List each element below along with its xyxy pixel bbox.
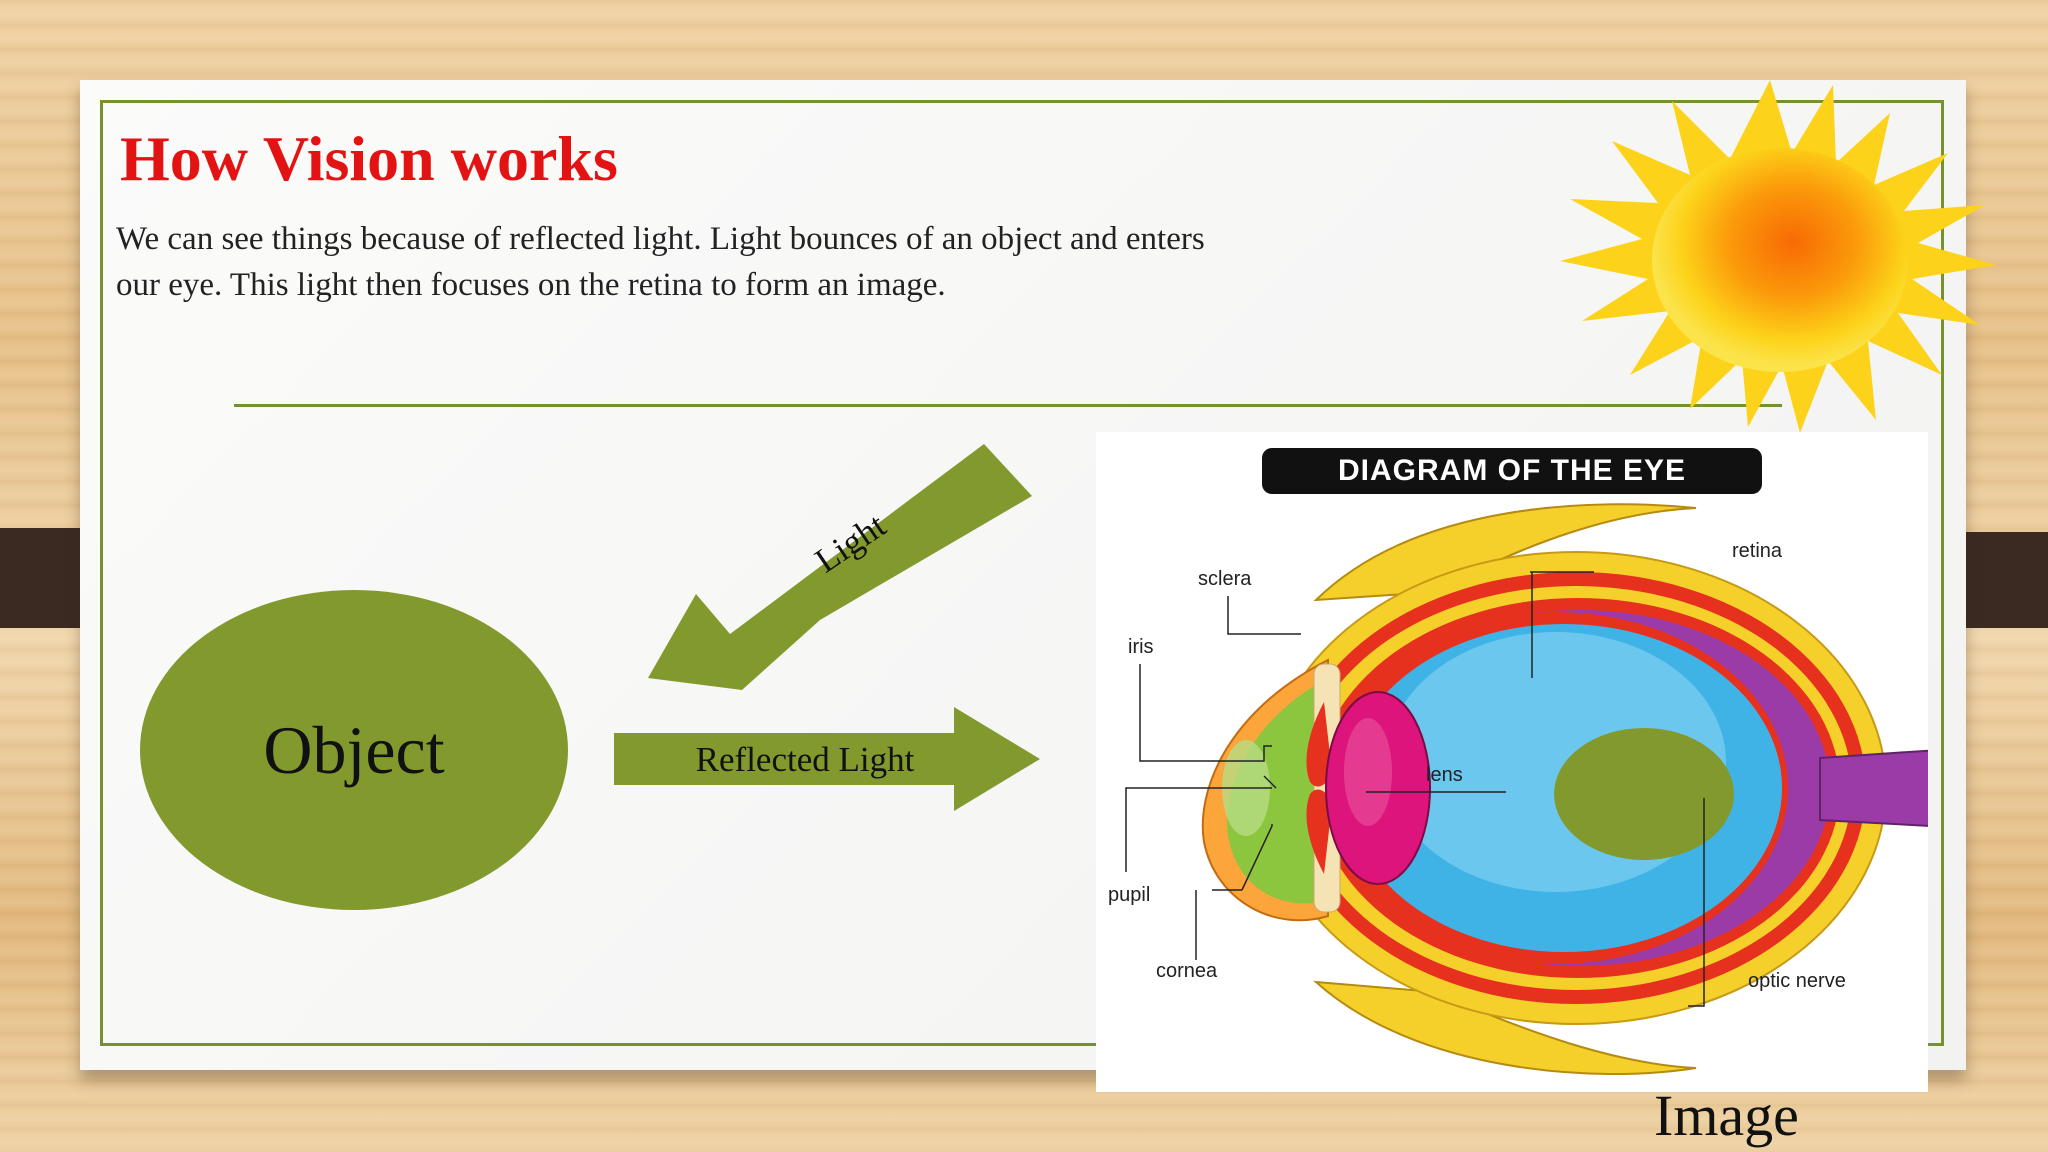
slide-frame <box>100 100 1944 1046</box>
label-retina: retina <box>1732 540 1783 562</box>
object-ellipse: Object <box>140 590 568 910</box>
light-arrow <box>648 444 1032 690</box>
label-cornea: cornea <box>1156 960 1218 982</box>
slide-title: How Vision works <box>120 123 618 194</box>
object-label: Object <box>263 711 445 788</box>
reflected-light-label: Reflected Light <box>695 740 915 779</box>
body-line-1: We can see things because of reflected l… <box>116 221 1205 257</box>
label-sclera: sclera <box>1198 568 1252 590</box>
slide-body-text: We can see things because of reflected l… <box>116 216 1416 308</box>
reflected-light-arrow <box>614 707 1040 811</box>
divider-line <box>234 404 1782 407</box>
eye-illustration <box>1125 503 1928 1075</box>
sun-icon <box>1560 80 1996 433</box>
body-line-2: our eye. This light then focuses on the … <box>116 267 946 303</box>
label-iris: iris <box>1128 636 1154 658</box>
label-pupil: pupil <box>1108 884 1151 906</box>
label-optic-nerve: optic nerve <box>1748 970 1846 992</box>
eye-diagram-panel: DIAGRAM OF THE EYE sclera iris retina le… <box>1096 432 1928 1092</box>
eye-diagram-title: DIAGRAM OF THE EYE <box>1262 448 1762 494</box>
image-label: Image <box>1654 1083 1799 1148</box>
label-lens: lens <box>1426 764 1463 786</box>
